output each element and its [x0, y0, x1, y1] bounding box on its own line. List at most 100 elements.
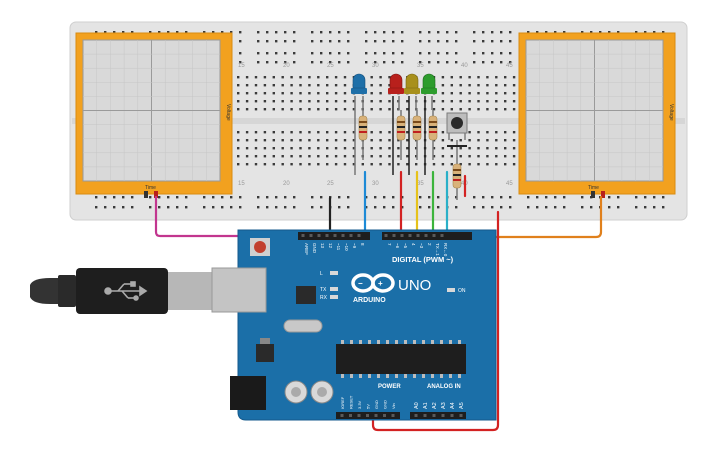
probe-terminal[interactable] [154, 191, 158, 198]
voltage-regulator [256, 344, 274, 362]
header-pin[interactable] [441, 414, 445, 417]
breadboard-hole [653, 31, 656, 34]
led-yellow[interactable] [404, 73, 420, 94]
header-pin[interactable] [333, 234, 337, 237]
chip-pin [359, 340, 362, 344]
probe-terminal[interactable] [591, 191, 595, 198]
header-pin[interactable] [432, 234, 436, 237]
resistor[interactable] [428, 115, 438, 141]
breadboard-hole [317, 131, 320, 134]
oscilloscope-right[interactable]: Time Voltage [518, 32, 676, 198]
breadboard-hole [320, 31, 323, 34]
header-pin[interactable] [357, 234, 361, 237]
header-pin[interactable] [349, 414, 352, 417]
svg-text:−: − [358, 279, 363, 288]
probe-terminal[interactable] [144, 191, 148, 198]
breadboard-hole [203, 206, 206, 209]
header-pin[interactable] [459, 414, 463, 417]
breadboard-hole [343, 163, 347, 166]
header-pin[interactable] [408, 234, 412, 237]
resistor[interactable] [396, 115, 406, 141]
breadboard-hole [388, 84, 391, 87]
resistor[interactable] [452, 163, 462, 189]
breadboard-hole [272, 108, 275, 111]
pin-label: A0 [414, 402, 420, 409]
header-pin[interactable] [383, 414, 386, 417]
header-pin[interactable] [392, 234, 396, 237]
breadboard-hole [275, 61, 278, 64]
breadboard-hole [545, 206, 548, 209]
header-pin[interactable] [400, 234, 404, 237]
header-pin[interactable] [440, 234, 444, 237]
breadboard-hole [308, 139, 311, 142]
svg-text:+: + [378, 279, 383, 288]
wire-magenta[interactable] [154, 195, 342, 238]
breadboard-hole [441, 108, 445, 111]
breadboard-hole [486, 131, 489, 134]
breadboard-hole [122, 31, 125, 34]
breadboard-hole [365, 52, 368, 55]
reset-button[interactable] [250, 238, 270, 256]
breadboard-hole [477, 92, 480, 95]
breadboard-hole [477, 131, 480, 134]
probe-terminal[interactable] [601, 191, 605, 198]
breadboard-hole [441, 100, 445, 103]
header-pin[interactable] [357, 414, 361, 417]
breadboard-hole [491, 40, 494, 43]
breadboard-hole [653, 206, 656, 209]
resistor[interactable] [412, 115, 422, 141]
header-pin[interactable] [301, 234, 305, 237]
header-pin[interactable] [391, 414, 395, 417]
time-axis-label: Time [145, 185, 156, 191]
header-pin[interactable] [340, 414, 344, 417]
header-pin[interactable] [432, 414, 436, 417]
breadboard-hole [406, 131, 409, 134]
breadboard-hole [415, 163, 418, 166]
wire-orange[interactable] [448, 195, 603, 239]
breadboard-hole [383, 31, 386, 34]
wires[interactable] [154, 170, 603, 432]
header-pin[interactable] [325, 234, 329, 237]
breadboard-hole [370, 108, 373, 111]
header-pin[interactable] [384, 234, 388, 237]
header-pin[interactable] [317, 234, 321, 237]
header-pin[interactable] [423, 414, 427, 417]
breadboard-hole [352, 163, 356, 166]
breadboard-hole [320, 40, 323, 43]
pushbutton[interactable] [446, 112, 468, 147]
breadboard-hole [113, 31, 116, 34]
breadboard-hole [263, 108, 267, 111]
header-pin[interactable] [309, 234, 313, 237]
led-green[interactable] [421, 73, 437, 94]
header-pin[interactable] [374, 414, 378, 417]
breadboard-hole [527, 196, 530, 199]
breadboard-hole [512, 100, 516, 103]
breadboard-hole [263, 139, 267, 142]
header-pin[interactable] [349, 234, 353, 237]
wire-red-power[interactable] [371, 210, 500, 432]
breadboard-hole [495, 147, 498, 150]
header-pin[interactable] [366, 414, 369, 417]
usb-cable[interactable] [30, 268, 214, 314]
breadboard-hole [473, 40, 476, 43]
led-blue[interactable] [351, 73, 367, 94]
header-pin[interactable] [450, 414, 454, 417]
header-pin[interactable] [341, 234, 345, 237]
breadboard-hole [290, 84, 293, 87]
resistor[interactable] [358, 115, 368, 141]
resistors[interactable] [358, 115, 462, 189]
header-pin[interactable] [424, 234, 428, 237]
breadboard-hole [504, 76, 507, 79]
bottom-pins[interactable] [340, 414, 463, 417]
l-led [330, 271, 338, 275]
led-red[interactable] [388, 73, 404, 94]
header-pin[interactable] [414, 414, 418, 417]
digital-pins[interactable] [301, 234, 444, 237]
breadboard-hole [221, 206, 224, 209]
oscilloscope-left[interactable]: Time Voltage [75, 32, 233, 198]
header-pin[interactable] [416, 234, 420, 237]
breadboard-hole [237, 92, 240, 95]
